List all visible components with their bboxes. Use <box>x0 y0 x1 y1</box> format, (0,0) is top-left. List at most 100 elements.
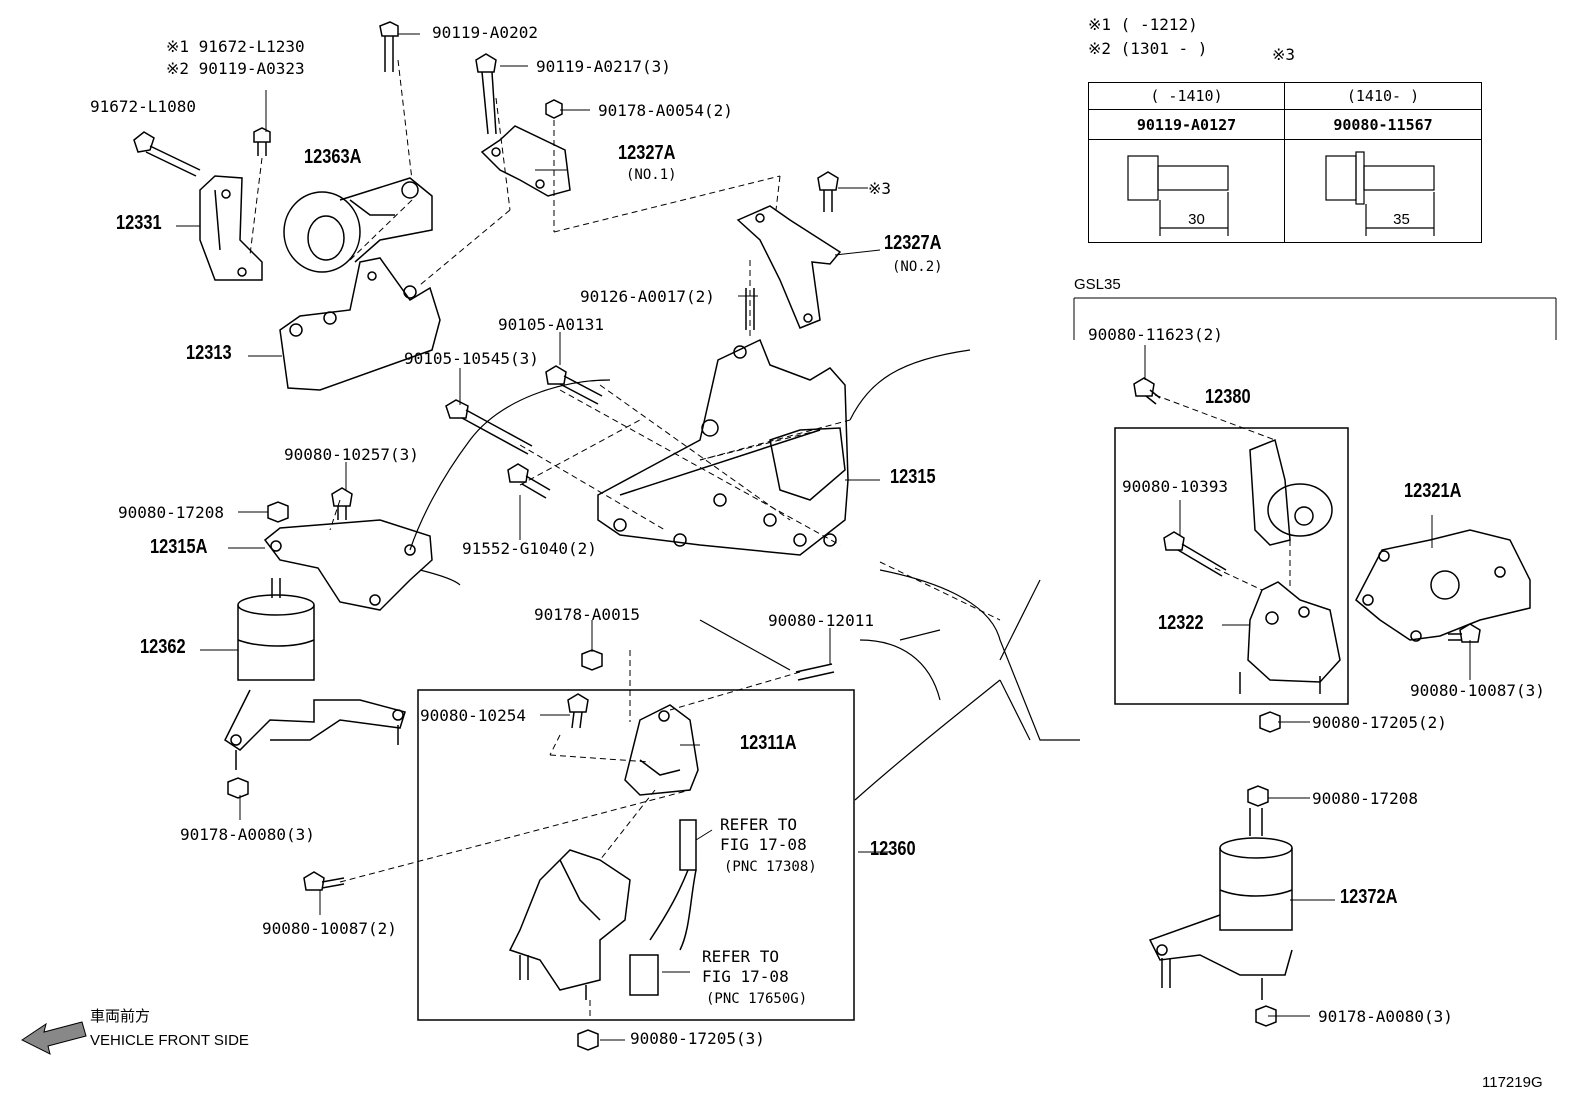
fastener-90105-10545: 90105-10545(3) <box>404 349 539 368</box>
legend-bolt-drawings <box>1127 151 1435 236</box>
part-12311A: 12311A <box>740 732 797 754</box>
bolt-90080-10087-left <box>303 871 345 891</box>
vehicle-front-jp: 車両前方 <box>90 1008 151 1025</box>
bracket-12315A <box>263 519 433 611</box>
bolt-91672-L1080 <box>133 131 201 177</box>
part-12327A-no2: 12327A <box>884 232 942 254</box>
mount-12372A <box>1148 808 1293 1000</box>
fastener-90080-10087-left: 90080-10087(2) <box>262 919 397 938</box>
legend-col1-part: 90119-A0127 <box>1136 116 1237 134</box>
bracket-12327A-no1 <box>480 125 571 197</box>
fastener-91552-G1040: 91552-G1040(2) <box>462 539 597 558</box>
fastener-90080-17205-right: 90080-17205(2) <box>1312 713 1447 732</box>
mount-12363A <box>283 177 433 273</box>
part-12327A-no1-sub: (NO.1) <box>626 167 677 183</box>
legend-note2: ※2 (1301 - ) <box>1088 39 1208 58</box>
part-12315: 12315 <box>890 466 936 488</box>
note2-fastener: ※2 90119-A0323 <box>166 59 305 78</box>
bracket-12321A <box>1355 529 1531 642</box>
mount-12380 <box>1249 438 1333 546</box>
mount-12360 <box>508 849 631 1000</box>
part-12322: 12322 <box>1158 612 1204 634</box>
fastener-90178-A0015: 90178-A0015 <box>534 605 640 624</box>
bracket-12331 <box>199 175 263 281</box>
legend-col1-range: ( -1410) <box>1150 87 1223 105</box>
part-12321A: 12321A <box>1404 480 1462 502</box>
bolt-90080-11623 <box>1133 377 1161 405</box>
part-12331: 12331 <box>116 212 162 234</box>
fastener-91672-L1080: 91672-L1080 <box>90 97 196 116</box>
part-12327A-no1: 12327A <box>618 142 676 164</box>
figure-id: 117219G <box>1482 1074 1543 1091</box>
nut-90080-17208-right <box>1247 785 1269 807</box>
fastener-90080-10254: 90080-10254 <box>420 706 526 725</box>
part-12313: 12313 <box>186 342 232 364</box>
fastener-90178-A0054: 90178-A0054(2) <box>598 101 733 120</box>
legend-col2-part: 90080-11567 <box>1333 116 1433 134</box>
bolt-90080-10087-right <box>1448 623 1481 643</box>
engine-outline <box>409 349 1080 801</box>
bolt-90119-A0202 <box>379 21 399 72</box>
nut-90080-17208-left <box>267 501 289 523</box>
part-12380: 12380 <box>1205 386 1251 408</box>
bracket-12311A <box>624 704 699 796</box>
nut-90178-A0080-right <box>1255 1005 1277 1027</box>
fastener-90080-11623: 90080-11623(2) <box>1088 325 1223 344</box>
nut-90178-A0054 <box>545 99 563 119</box>
bolt-90105-A0131 <box>545 365 603 405</box>
legend-note3: ※3 <box>1272 45 1296 64</box>
bolt-91552-G1040 <box>507 463 551 499</box>
fastener-90178-A0080-left: 90178-A0080(3) <box>180 825 315 844</box>
part-12360: 12360 <box>870 838 916 860</box>
fastener-90080-10393: 90080-10393 <box>1122 477 1228 496</box>
part-12315A: 12315A <box>150 536 208 558</box>
bolt-90105-10545 <box>445 399 533 455</box>
vacuum-hoses <box>629 819 697 996</box>
mount-12362 <box>224 578 406 770</box>
fastener-90080-12011: 90080-12011 <box>768 611 874 630</box>
nut-90178-A0015 <box>581 649 603 671</box>
refer-2-line3: (PNC 17650G) <box>706 991 808 1007</box>
fastener-90080-10257: 90080-10257(3) <box>284 445 419 464</box>
vehicle-front-en: VEHICLE FRONT SIDE <box>90 1032 249 1049</box>
legend-table: ( -1410) (1410- ) 90119-A0127 90080-1156… <box>1088 82 1482 243</box>
bracket-12315 <box>597 338 849 556</box>
fastener-90080-17208-right: 90080-17208 <box>1312 789 1418 808</box>
note1-fastener: ※1 91672-L1230 <box>166 37 305 56</box>
part-12363A: 12363A <box>304 146 362 168</box>
fastener-90119-A0217: 90119-A0217(3) <box>536 57 671 76</box>
assembly-box-12380 <box>1114 427 1349 705</box>
legend-col2-dim: 35 <box>1393 211 1410 228</box>
legend-col1-dim: 30 <box>1188 211 1205 228</box>
bracket-12327A-no2 <box>736 205 842 329</box>
bolt-90119-A0323 <box>253 127 271 156</box>
nut-90080-17205-right <box>1259 711 1281 733</box>
bracket-12313 <box>279 257 441 391</box>
fastener-90178-A0080-right: 90178-A0080(3) <box>1318 1007 1453 1026</box>
bolt-90119-A0217 <box>475 53 497 135</box>
refer-2-line1: REFER TO <box>702 947 780 966</box>
refer-1-line2: FIG 17-08 <box>720 835 807 854</box>
legend-col2-range: (1410- ) <box>1346 87 1420 105</box>
leader-lines <box>176 33 1471 1041</box>
bolt-90080-10254 <box>567 693 589 729</box>
assembly-box-12360 <box>417 689 855 1021</box>
part-12362: 12362 <box>140 636 186 658</box>
stud-90126-A0017 <box>745 288 755 330</box>
nut-90178-A0080-left <box>227 777 249 799</box>
fastener-90080-17205-bottom: 90080-17205(3) <box>630 1029 765 1048</box>
assembly-dashed-lines <box>249 59 1291 1020</box>
mount-12322 <box>1239 581 1341 694</box>
bolt-90080-10257 <box>331 487 353 520</box>
legend-note1: ※1 ( -1212) <box>1088 15 1198 34</box>
part-12372A: 12372A <box>1340 886 1398 908</box>
stud-90080-12011 <box>795 663 835 681</box>
fastener-star3: ※3 <box>868 179 892 198</box>
gsl35-bracket <box>1073 297 1557 340</box>
vehicle-front-arrow-icon <box>21 1021 87 1055</box>
nut-90080-17205-bottom <box>577 1029 599 1051</box>
fastener-90080-10087-right: 90080-10087(3) <box>1410 681 1545 700</box>
fastener-90119-A0202: 90119-A0202 <box>432 23 538 42</box>
fastener-90126-A0017: 90126-A0017(2) <box>580 287 715 306</box>
